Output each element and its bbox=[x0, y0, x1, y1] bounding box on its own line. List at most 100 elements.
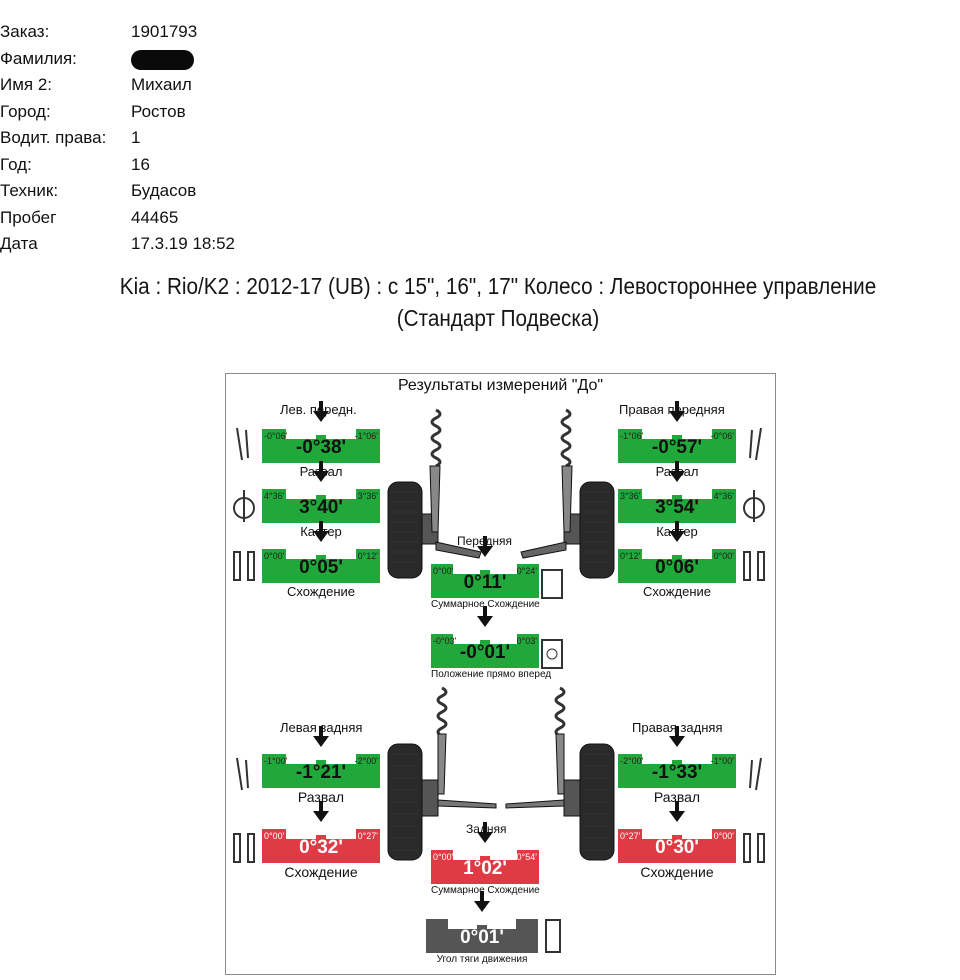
rear-suspension-icon bbox=[387, 686, 615, 861]
fr-camber-gauge: -1°06' -0°06' -0°57' bbox=[618, 429, 736, 463]
gauge-max-limit: -0°06' bbox=[710, 431, 734, 441]
gauge-left-block bbox=[431, 564, 453, 598]
rear-toe-icon-right bbox=[743, 833, 765, 863]
fl-camber-gauge: -0°06'-1°06'-0°38' bbox=[262, 429, 380, 463]
city-value: Ростов bbox=[131, 101, 186, 121]
mileage-value: 44465 bbox=[131, 207, 179, 227]
gauge-notch bbox=[480, 640, 490, 644]
vehicle-title: Kia : Rio/K2 : 2012-17 (UB) : c 15", 16"… bbox=[50, 270, 946, 334]
surname-label: Фамилия: bbox=[0, 48, 77, 68]
gauge-left-block bbox=[262, 489, 286, 523]
gauge-min-limit: -1°06' bbox=[620, 431, 644, 441]
gauge-value: 3°40' bbox=[299, 497, 343, 518]
mileage-label: Пробег bbox=[0, 207, 57, 227]
gauge-max-limit: 4°36' bbox=[713, 491, 734, 501]
name-value: Михаил bbox=[131, 75, 192, 94]
gauge-left-block bbox=[712, 829, 736, 863]
rr-camber-gauge: -2°00'-1°00'-1°33' bbox=[618, 754, 736, 788]
gauge-left-block bbox=[426, 919, 448, 953]
fr-caster-gauge: 3°36'4°36'3°54' bbox=[618, 489, 736, 523]
order-value: 1901793 bbox=[131, 22, 198, 41]
gauge-caption: Схождение bbox=[642, 584, 711, 599]
pointer-arrow-icon bbox=[313, 531, 329, 542]
gauge-center-band bbox=[642, 439, 712, 463]
gauge-left-block bbox=[356, 429, 380, 463]
rear-camber-icon bbox=[236, 757, 249, 791]
caster-icon bbox=[233, 490, 255, 522]
gauge-max-limit: 0°03' bbox=[516, 636, 537, 646]
gauge-left-block bbox=[712, 549, 736, 583]
vehicle-line-2: (Стандарт Подвеска) bbox=[396, 305, 600, 331]
alignment-results-panel: Результаты измерений "До" bbox=[225, 373, 776, 975]
gauge-notch bbox=[316, 495, 326, 499]
year-label: Год: bbox=[0, 154, 32, 174]
camber-icon-right bbox=[749, 427, 762, 461]
pointer-arrow-stem bbox=[675, 401, 679, 412]
vehicle-line-1: Kia : Rio/K2 : 2012-17 (UB) : c 15", 16"… bbox=[119, 273, 877, 299]
city-label: Город: bbox=[0, 101, 51, 121]
results-title: Результаты измерений "До" bbox=[397, 377, 604, 394]
license-label: Водит. права: bbox=[0, 128, 107, 147]
front-right-title: Правая передняя bbox=[619, 402, 725, 417]
gauge-center-band bbox=[286, 764, 356, 788]
gauge-center-band bbox=[453, 860, 517, 884]
gauge-max-limit: 0°00' bbox=[713, 551, 734, 561]
pointer-arrow-stem bbox=[480, 891, 484, 902]
camber-icon bbox=[236, 427, 249, 461]
gauge-notch bbox=[316, 555, 326, 559]
gauge-left-block bbox=[431, 634, 453, 668]
gauge-notch bbox=[672, 435, 682, 439]
pointer-arrow-stem bbox=[483, 822, 487, 833]
gauge-value: 0°30' bbox=[655, 837, 699, 858]
pointer-arrow-icon bbox=[477, 832, 493, 843]
gauge-min-limit: 0°00' bbox=[433, 852, 454, 862]
gauge-center-band bbox=[642, 559, 712, 583]
pointer-arrow-stem bbox=[483, 606, 487, 617]
fr-toe-gauge: 0°12'0°00'0°06' bbox=[618, 549, 736, 583]
gauge-left-block bbox=[712, 489, 736, 523]
steering-gauge: -0°03'0°03'-0°01' bbox=[431, 634, 539, 668]
gauge-notch bbox=[672, 835, 682, 839]
gauge-center-band bbox=[453, 644, 517, 668]
gauge-value: 0°01' bbox=[460, 927, 504, 948]
gauge-center-band bbox=[286, 439, 356, 463]
order-label: Заказ: bbox=[0, 22, 50, 41]
pointer-arrow-icon bbox=[669, 736, 685, 747]
thrust-gauge: 0°01' bbox=[426, 919, 538, 953]
gauge-left-block bbox=[517, 850, 539, 884]
rear-camber-icon-right bbox=[749, 757, 762, 791]
gauge-min-limit: 0°00' bbox=[433, 566, 454, 576]
front-suspension-icon bbox=[387, 408, 615, 579]
name-label: Имя 2: bbox=[0, 75, 53, 94]
gauge-left-block bbox=[356, 829, 380, 863]
gauge-max-limit: 0°27' bbox=[357, 831, 378, 841]
gauge-value: 1°02' bbox=[463, 858, 507, 879]
gauge-left-block bbox=[517, 564, 539, 598]
thrust-icon bbox=[545, 919, 561, 953]
gauge-value: 3°54' bbox=[655, 497, 699, 518]
gauge-min-limit: 0°00' bbox=[264, 831, 285, 841]
gauge-left-block bbox=[517, 634, 539, 668]
pointer-arrow-stem bbox=[675, 461, 679, 472]
gauge-left-block bbox=[618, 549, 642, 583]
gauge-left-block bbox=[618, 754, 642, 788]
date-label: Дата bbox=[0, 234, 38, 253]
gauge-value: 0°06' bbox=[655, 557, 699, 578]
pointer-arrow-stem bbox=[319, 801, 323, 812]
gauge-caption: Схождение bbox=[286, 584, 355, 599]
pointer-arrow-icon bbox=[669, 531, 685, 542]
gauge-left-block bbox=[356, 754, 380, 788]
gauge-left-block bbox=[712, 429, 736, 463]
gauge-notch bbox=[480, 570, 490, 574]
gauge-caption: Угол тяги движения bbox=[436, 954, 528, 965]
gauge-max-limit: -2°00' bbox=[354, 756, 378, 766]
gauge-min-limit: -0°06' bbox=[264, 431, 288, 441]
gauge-left-block bbox=[618, 429, 642, 463]
rl-toe-gauge: 0°00'0°27'0°32' bbox=[262, 829, 380, 863]
gauge-left-block bbox=[262, 549, 286, 583]
gauge-value: -0°38' bbox=[295, 437, 347, 458]
pointer-arrow-stem bbox=[483, 536, 487, 547]
gauge-caption: Схождение bbox=[640, 864, 714, 880]
gauge-value: -0°57' bbox=[651, 437, 703, 458]
gauge-notch bbox=[672, 555, 682, 559]
